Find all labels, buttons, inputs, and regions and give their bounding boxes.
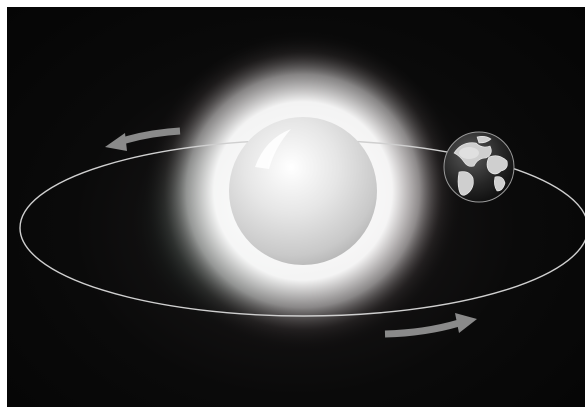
orbit-scene bbox=[7, 7, 585, 407]
arrow-bottom-head bbox=[455, 313, 477, 333]
orbit-diagram bbox=[7, 7, 585, 407]
arrow-bottom-shaft bbox=[385, 323, 459, 334]
arrow-top-head bbox=[105, 133, 127, 151]
earth-icon bbox=[444, 132, 514, 202]
sun-icon bbox=[229, 117, 377, 265]
